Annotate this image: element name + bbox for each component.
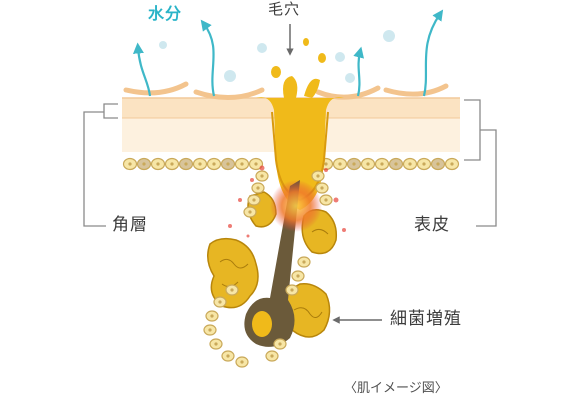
water-vapor-dots [159,30,395,83]
cell-nucleus [208,328,212,332]
cell-nucleus [324,162,328,166]
cell-nucleus [230,288,234,292]
cell-nucleus [184,162,188,166]
sebaceous-glands [207,191,338,338]
cell-nucleus [278,342,282,346]
cell-nucleus [380,162,384,166]
cell-nucleus [338,162,342,166]
upward-curved-arrow-icon [200,19,216,97]
cell-nucleus [254,162,258,166]
cell-nucleus [252,198,256,202]
inflammation [228,165,346,238]
cell-nucleus [260,174,264,178]
cell-nucleus [214,342,218,346]
bacteria-label: 細菌増殖 [390,309,462,329]
cell-nucleus [240,162,244,166]
basal-cell-row [122,157,460,171]
follicle-cells-left [203,170,269,368]
cell-nucleus [226,354,230,358]
stratum-corneum-label: 角層 [112,215,148,235]
cell-nucleus [290,288,294,292]
upward-curved-arrow-icon [422,9,444,97]
cell-nucleus [256,186,260,190]
cell-nucleus [270,354,274,358]
upward-curved-arrow-icon [353,46,365,97]
stratum-corneum-bracket [83,103,118,227]
water-label: 水分 [148,4,183,23]
cell-nucleus [352,162,356,166]
cell-nucleus [324,198,328,202]
cell-nucleus [422,162,426,166]
cell-nucleus [408,162,412,166]
cell-nucleus [316,174,320,178]
gland-texture [219,228,329,318]
cell-nucleus [366,162,370,166]
cell-nucleus [436,162,440,166]
cell-nucleus [240,360,244,364]
epidermis-bracket [464,99,497,227]
stratum-flakes [123,81,449,101]
epidermis-label: 表皮 [414,215,450,235]
cell-nucleus [156,162,160,166]
cell-nucleus [210,314,214,318]
pore-label: 毛穴 [268,0,301,18]
cell-nucleus [142,162,146,166]
cell-nucleus [226,162,230,166]
cell-nucleus [198,162,202,166]
caption: 〈肌イメージ図〉 [344,381,448,396]
cell-nucleus [450,162,454,166]
water-arrows [132,9,444,97]
cell-nucleus [394,162,398,166]
follicle-cells-right [265,170,333,362]
cell-nucleus [302,260,306,264]
cell-nucleus [218,300,222,304]
upward-curved-arrow-icon [132,42,152,97]
cell-nucleus [212,162,216,166]
cell-nucleus [128,162,132,166]
cell-nucleus [296,274,300,278]
cell-nucleus [320,186,324,190]
cell-nucleus [248,210,252,214]
cell-nucleus [170,162,174,166]
